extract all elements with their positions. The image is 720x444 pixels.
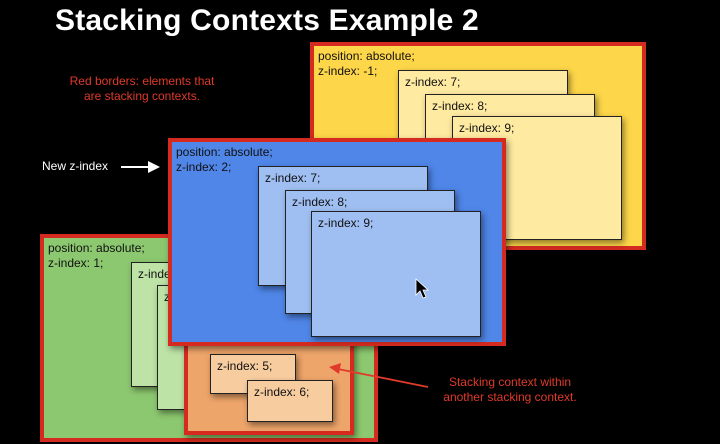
nested-context-note: Stacking context within another stacking… — [425, 375, 595, 405]
new-zindex-arrow-icon — [121, 161, 160, 173]
blue-zindex-label: z-index: 2; — [176, 160, 232, 174]
red-border-note-line-1: Red borders: elements that — [69, 74, 215, 88]
green-position-label: position: absolute; — [48, 241, 145, 255]
nested-context-note-line-2: another stacking context. — [443, 390, 577, 404]
red-border-note-line-2: are stacking contexts. — [83, 89, 201, 103]
blue-child-z9: z-index: 9; — [311, 211, 481, 337]
page-title: Stacking Contexts Example 2 — [55, 4, 479, 37]
new-zindex-label: New z-index — [42, 159, 109, 173]
green-zindex-label: z-index: 1; — [48, 256, 104, 270]
mouse-cursor-icon — [415, 278, 430, 299]
nested-context-note-line-1: Stacking context within — [448, 375, 572, 389]
blue-position-label: position: absolute; — [176, 145, 273, 159]
orange-child-z6: z-index: 6; — [247, 380, 333, 422]
yellow-zindex-label: z-index: -1; — [318, 64, 378, 78]
yellow-position-label: position: absolute; — [318, 49, 415, 63]
nested-context-arrow-icon — [329, 363, 429, 388]
red-border-note: Red borders: elements that are stacking … — [52, 74, 232, 104]
